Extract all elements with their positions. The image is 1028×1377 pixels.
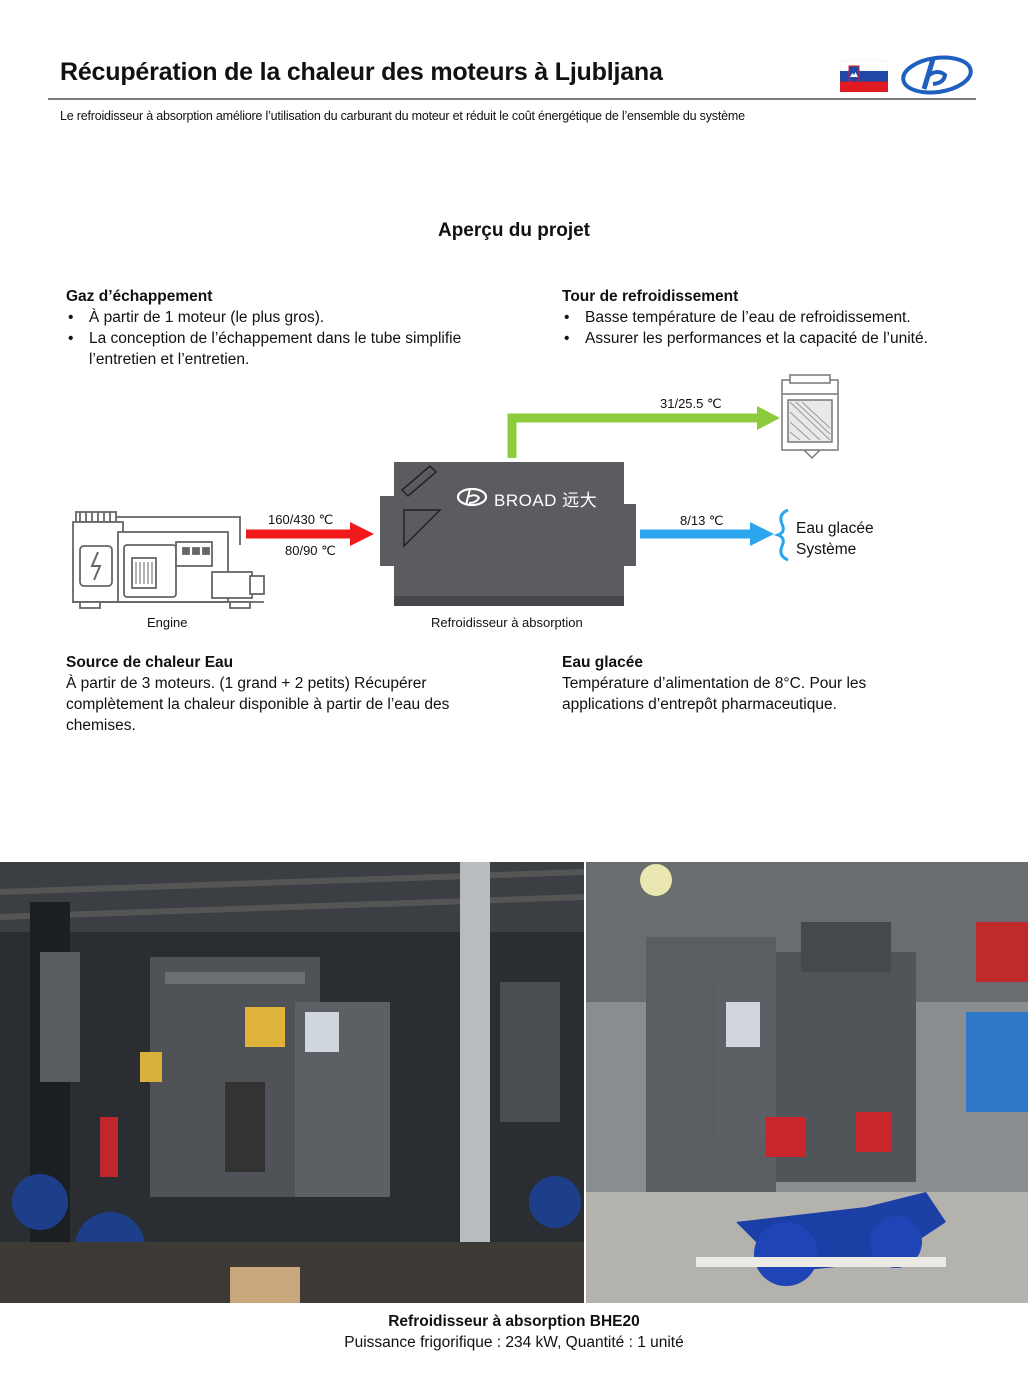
system-label: Eau glacée Système: [796, 518, 874, 560]
heat-source-text: À partir de 3 moteurs. (1 grand + 2 peti…: [66, 675, 450, 734]
cooling-water-temp: 31/25.5 ℃: [660, 396, 722, 411]
chilled-water-text: Température d’alimentation de 8°C. Pour …: [562, 675, 867, 713]
system-label-line2: Système: [796, 541, 857, 558]
chiller-label: Refroidisseur à absorption: [431, 615, 583, 630]
header-divider: [48, 98, 976, 100]
heat-source-block: Source de chaleur Eau À partir de 3 mote…: [66, 652, 476, 736]
exhaust-block: Gaz d’échappement À partir de 1 moteur (…: [66, 286, 466, 370]
page-title: Récupération de la chaleur des moteurs à…: [60, 58, 663, 86]
engine-label: Engine: [147, 615, 188, 630]
caption-title: Refroidisseur à absorption BHE20: [388, 1313, 640, 1330]
chiller-brand-text: BROAD: [494, 491, 557, 510]
chilled-water-heading: Eau glacée: [562, 654, 643, 671]
water-temp: 80/90 ℃: [285, 543, 336, 558]
caption-detail: Puissance frigorifique : 234 kW, Quantit…: [344, 1334, 684, 1351]
cooling-water-pipe: [507, 413, 760, 458]
cooling-water-arrow: [757, 406, 780, 430]
cooling-tower-heading: Tour de refroidissement: [562, 288, 739, 305]
exhaust-heading: Gaz d’échappement: [66, 288, 213, 305]
page-subtitle: Le refroidisseur à absorption améliore l…: [60, 109, 745, 123]
chilled-water-block: Eau glacée Température d’alimentation de…: [562, 652, 922, 715]
slovenia-flag: [839, 59, 889, 92]
engine-icon: [72, 511, 265, 609]
exhaust-arrow: [350, 522, 374, 546]
broad-logo: [900, 53, 974, 97]
heat-source-heading: Source de chaleur Eau: [66, 654, 234, 671]
installation-photo-left: [0, 862, 584, 1303]
exhaust-bullet: À partir de 1 moteur (le plus gros).: [66, 307, 466, 328]
cooling-tower-bullet: Basse température de l’eau de refroidiss…: [562, 307, 982, 328]
absorption-chiller: [380, 462, 636, 606]
exhaust-temp: 160/430 ℃: [268, 512, 334, 527]
system-bracket: [773, 508, 789, 562]
exhaust-bullet: La conception de l’échappement dans le t…: [66, 328, 466, 370]
overview-title: Aperçu du projet: [437, 220, 590, 241]
chiller-brand: BROAD 远大: [494, 486, 597, 511]
chilled-water-temp: 8/13 ℃: [680, 513, 724, 528]
chilled-water-arrow: [750, 522, 774, 546]
cooling-tower-block: Tour de refroidissement Basse températur…: [562, 286, 982, 349]
cooling-tower-icon: [781, 374, 839, 460]
cooling-tower-bullet: Assurer les performances et la capacité …: [562, 328, 982, 349]
system-diagram: [72, 374, 839, 609]
chiller-brand-cn: 远大: [562, 491, 598, 510]
system-label-line1: Eau glacée: [796, 520, 874, 537]
installation-photo-right: [586, 862, 1028, 1303]
